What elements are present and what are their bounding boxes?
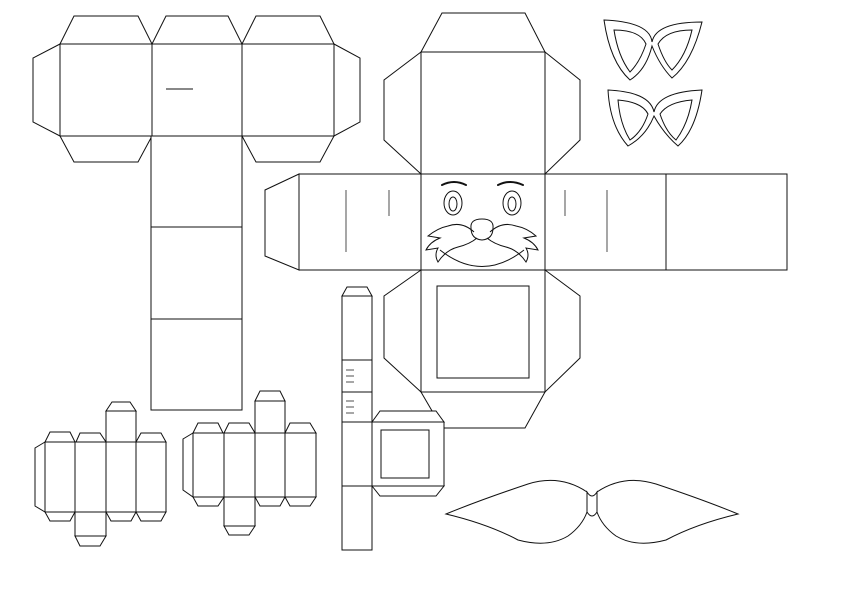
right-eye-inner <box>507 196 517 212</box>
sbl-top-tab <box>105 401 137 412</box>
body-top-flap-1 <box>59 15 153 45</box>
ear-2-inner-left <box>617 99 649 141</box>
sbr-bottom-flap-1 <box>192 496 225 507</box>
arm-box-window <box>380 429 430 479</box>
head-face-panel <box>420 173 546 271</box>
mustache-piece <box>444 479 740 544</box>
body-face-right <box>241 43 335 137</box>
sbl-end-flap <box>34 441 46 513</box>
head-top-flap <box>420 12 546 53</box>
head-side-face-left <box>298 173 422 271</box>
sbl-bottom-face <box>74 511 107 537</box>
left-ear-piece <box>603 19 703 81</box>
sbr-top-flap-1 <box>192 422 224 434</box>
sbr-face-3 <box>254 432 286 498</box>
arm-box-top-flap <box>371 410 445 423</box>
ear-1-inner-right <box>657 29 693 71</box>
sbr-bottom-tab <box>223 525 256 536</box>
sbl-face-1 <box>44 441 76 513</box>
mustache-center-knot <box>586 490 598 517</box>
sbl-bottom-flap-3 <box>105 511 137 522</box>
head-left-end-flap <box>264 173 300 271</box>
ear-1-outer <box>603 19 703 81</box>
sbr-face-2 <box>223 432 256 498</box>
sbr-bottom-flap-4 <box>284 496 317 507</box>
right-eye-outer <box>502 190 522 216</box>
arm-hand-marks-1 <box>346 369 354 383</box>
sbl-top-flap-2 <box>75 432 107 443</box>
sbl-face-4 <box>135 441 167 513</box>
ear-2-inner-right <box>659 99 693 141</box>
body-side-flap-left <box>32 43 61 137</box>
sbr-bottom-flap-3 <box>254 496 286 507</box>
sbr-end-flap <box>182 432 194 498</box>
sbl-bottom-tab <box>74 535 107 547</box>
face-mustache-left <box>425 224 478 263</box>
arm-top-tab <box>341 286 373 297</box>
arm-box-bottom-flap <box>370 485 446 497</box>
left-eye-outer <box>443 190 463 216</box>
face-drawing <box>425 181 539 267</box>
small-box-net-left <box>34 401 167 547</box>
sbr-bottom-face <box>223 496 256 527</box>
sbr-face-4 <box>284 432 317 498</box>
body-bottom-flap-1 <box>59 135 153 163</box>
mustache-left-half <box>444 479 588 544</box>
body-top-flap-2 <box>151 15 243 45</box>
small-box-net-right <box>182 390 317 536</box>
sbr-face-1 <box>192 432 225 498</box>
arm-hand-marks-2 <box>346 400 354 414</box>
sbl-bottom-flap-4 <box>135 511 167 522</box>
ear-2-outer <box>607 89 703 147</box>
sbl-top-face <box>105 410 137 443</box>
left-eye-inner <box>448 196 458 212</box>
sbl-top-flap-3 <box>135 432 167 443</box>
ear-1-inner-left <box>613 29 647 73</box>
body-cube-net <box>32 15 361 411</box>
body-stem-face-2 <box>150 226 243 320</box>
body-stem-face-3 <box>150 318 243 411</box>
right-eyebrow <box>497 181 524 186</box>
head-bottom-side-flap-right <box>544 269 581 394</box>
head-cube-net <box>264 12 788 429</box>
sbl-bottom-flap-1 <box>44 511 76 522</box>
body-top-flap-3 <box>241 15 335 45</box>
sbl-top-flap-1 <box>44 431 76 443</box>
head-top-side-flap-right <box>544 50 581 176</box>
arm-strip <box>341 295 373 551</box>
head-bottom-window <box>436 285 530 379</box>
sbr-top-face <box>254 400 286 434</box>
body-bottom-flap-3 <box>241 135 335 163</box>
sbr-top-tab <box>254 390 286 402</box>
sbr-top-flap-2 <box>223 422 256 434</box>
body-face-center <box>151 43 243 137</box>
head-side-face-right <box>544 173 667 271</box>
head-back-face <box>665 173 788 271</box>
body-side-flap-right <box>333 43 361 137</box>
body-face-left <box>59 43 153 137</box>
left-eyebrow <box>441 181 467 186</box>
smile <box>439 249 525 267</box>
face-mustache-right <box>486 224 539 263</box>
head-bottom-side-flap-left <box>383 269 422 394</box>
right-ear-piece <box>607 89 703 147</box>
head-top-side-flap-left <box>383 50 422 176</box>
sbl-face-3 <box>105 441 137 513</box>
body-stem-face-1 <box>150 135 243 228</box>
sbr-top-flap-4 <box>284 422 317 434</box>
head-top-face <box>420 51 546 175</box>
arm-strip-net <box>341 286 446 551</box>
mustache-right-half <box>596 479 740 544</box>
sbl-face-2 <box>74 441 107 513</box>
